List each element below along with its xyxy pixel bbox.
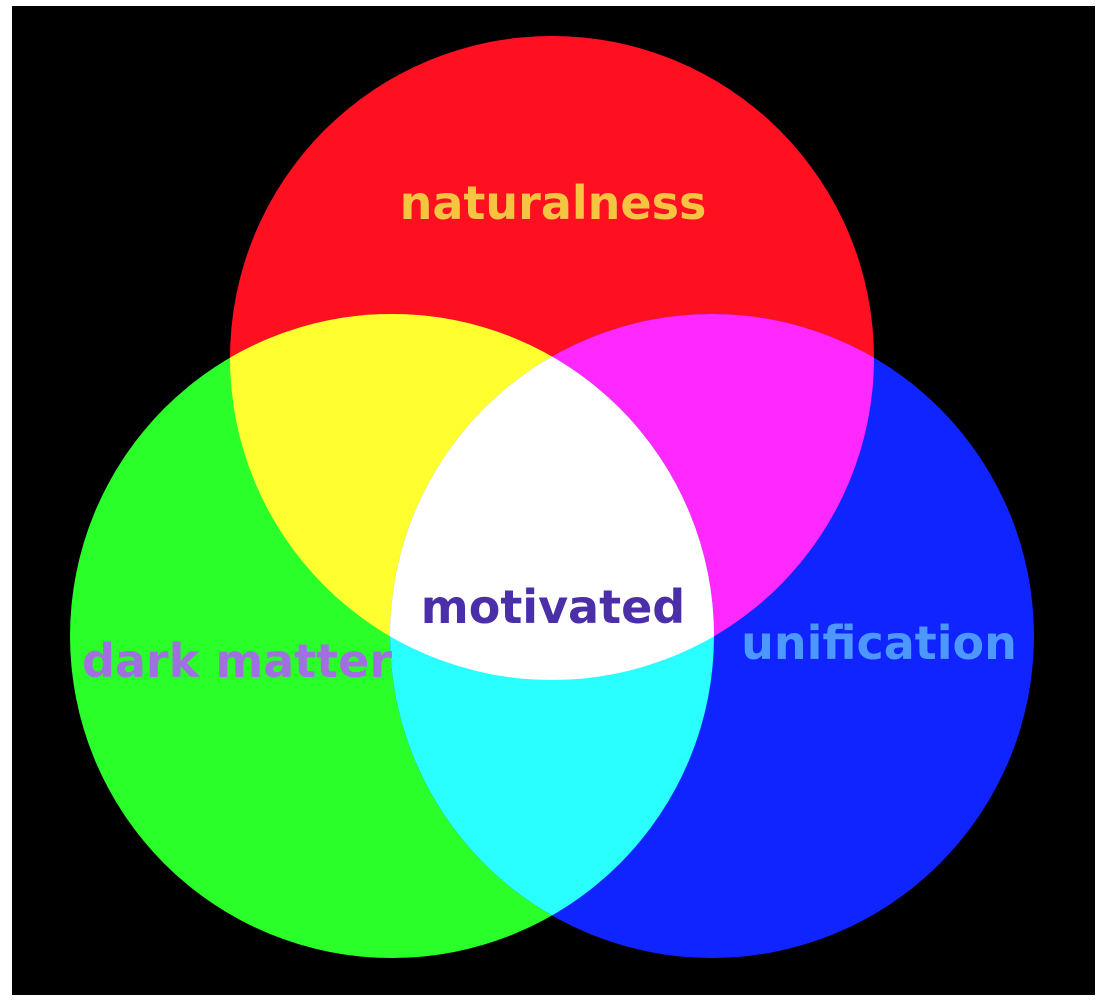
overlap-all [390,314,714,680]
label-unification: unification [741,616,1017,670]
label-dark-matter: dark matter [82,634,392,688]
label-motivated: motivated [421,580,685,634]
label-naturalness: naturalness [400,176,707,230]
